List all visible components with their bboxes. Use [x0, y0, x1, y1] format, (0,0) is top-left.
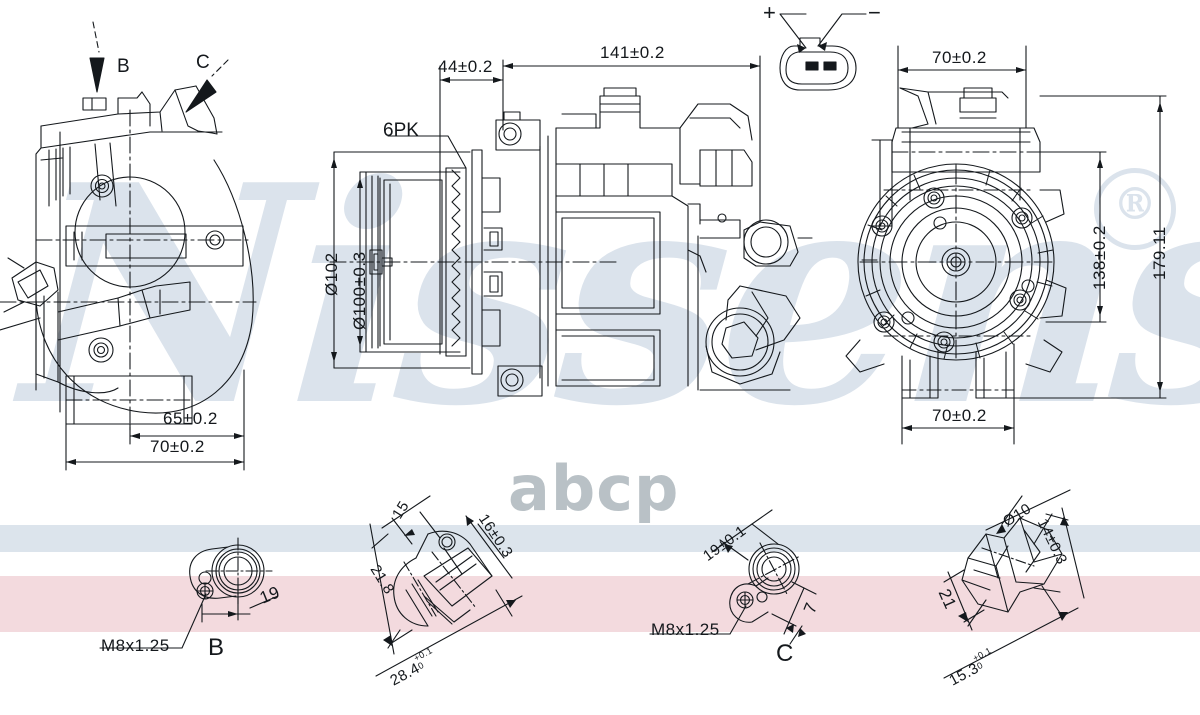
- detail-b-thread-spec: M8x1.25: [101, 636, 170, 655]
- section-arrow-label-b: B: [117, 56, 130, 77]
- dimension-right-70-bottom: 70±0.2: [932, 406, 987, 425]
- dimension-right-70-top: 70±0.2: [932, 48, 987, 67]
- dimension-right-138: 138±0.2: [1090, 225, 1109, 290]
- dimension-left-65: 65±0.2: [163, 409, 218, 428]
- connector-terminal-positive: +: [763, 0, 776, 25]
- abcp-watermark: abcp: [508, 452, 680, 525]
- dimension-front-141: 141±0.2: [600, 43, 665, 62]
- detail-c-geometry: [649, 509, 817, 645]
- dimension-front-diameter-100: Ø100±0.3: [350, 251, 369, 330]
- detail-b-label: B: [208, 634, 225, 661]
- connector-terminal-negative: −: [868, 0, 881, 25]
- detail-b-geometry: [99, 537, 279, 649]
- detail-c-thread-spec: M8x1.25: [651, 620, 720, 639]
- detail-b-section-geometry: [369, 495, 523, 677]
- dimension-right-179: 179.11: [1150, 226, 1169, 280]
- front-view-geometry: [329, 55, 813, 397]
- registered-mark-watermark: ®: [1094, 168, 1176, 250]
- detail-c-section-geometry: [943, 489, 1085, 679]
- detail-c-label: C: [776, 640, 794, 667]
- left-view-geometry: [0, 21, 257, 471]
- right-view-geometry: [845, 45, 1167, 445]
- dimension-front-44: 44±0.2: [438, 57, 493, 76]
- dimension-front-diameter-102: Ø102: [322, 252, 341, 296]
- section-arrow-label-c: C: [196, 52, 210, 73]
- connector-detail-geometry: [779, 13, 867, 91]
- dimension-left-70: 70±0.2: [150, 437, 205, 456]
- label-belt-profile-6pk: 6PK: [383, 120, 419, 141]
